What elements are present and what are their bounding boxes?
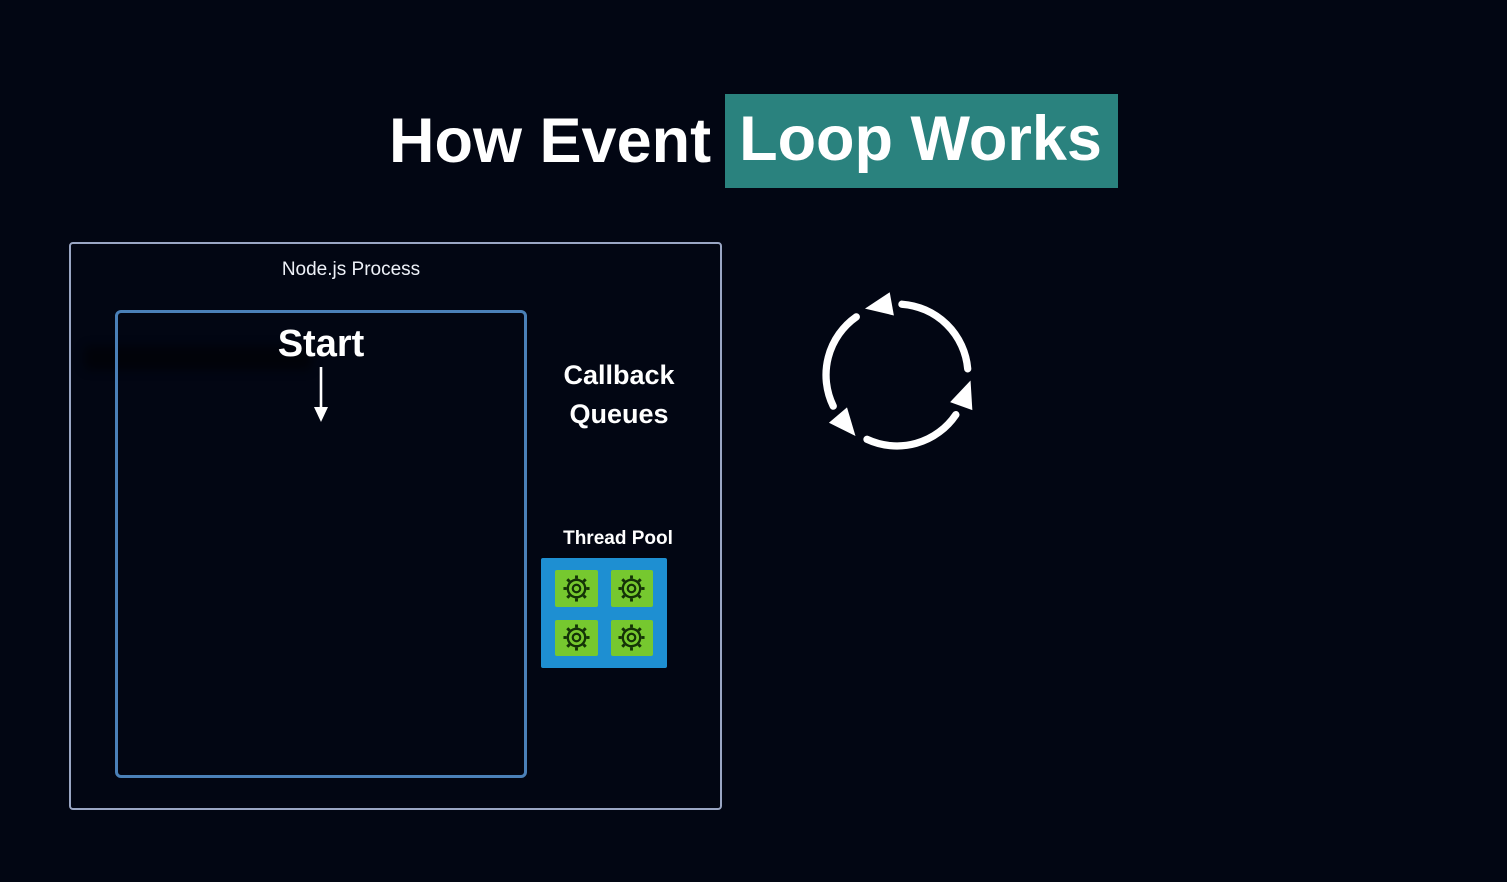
title-plain-text: How Event xyxy=(389,106,712,176)
down-arrow-icon xyxy=(314,367,328,422)
thread-cell xyxy=(610,619,653,656)
gear-icon xyxy=(618,624,645,651)
gear-icon xyxy=(618,575,645,602)
event-loop-cycle-icon xyxy=(822,292,973,450)
thread-cell xyxy=(555,619,598,656)
gear-icon xyxy=(563,624,590,651)
nodejs-process-box: Node.js Process Start Callback Queues Th… xyxy=(69,242,722,810)
thread-cell xyxy=(555,570,598,607)
cycle-arrow-segment xyxy=(863,380,973,450)
cycle-arrow-segment xyxy=(822,313,860,436)
thread-pool-box xyxy=(541,558,667,668)
callback-queues-label: Callback Queues xyxy=(563,360,675,429)
thread-cell xyxy=(610,570,653,607)
cycle-arrow-segment xyxy=(864,292,972,373)
gear-icon xyxy=(563,575,590,602)
title-highlighted-text: Loop Works xyxy=(725,94,1118,188)
page-title: How Event Loop Works xyxy=(0,94,1507,188)
thread-pool-label: Thread Pool xyxy=(563,528,673,549)
main-thread-box: Start xyxy=(115,310,527,778)
video-ghost-artifact xyxy=(84,346,312,370)
start-label: Start xyxy=(277,323,365,365)
nodejs-process-label: Node.js Process xyxy=(281,259,421,280)
